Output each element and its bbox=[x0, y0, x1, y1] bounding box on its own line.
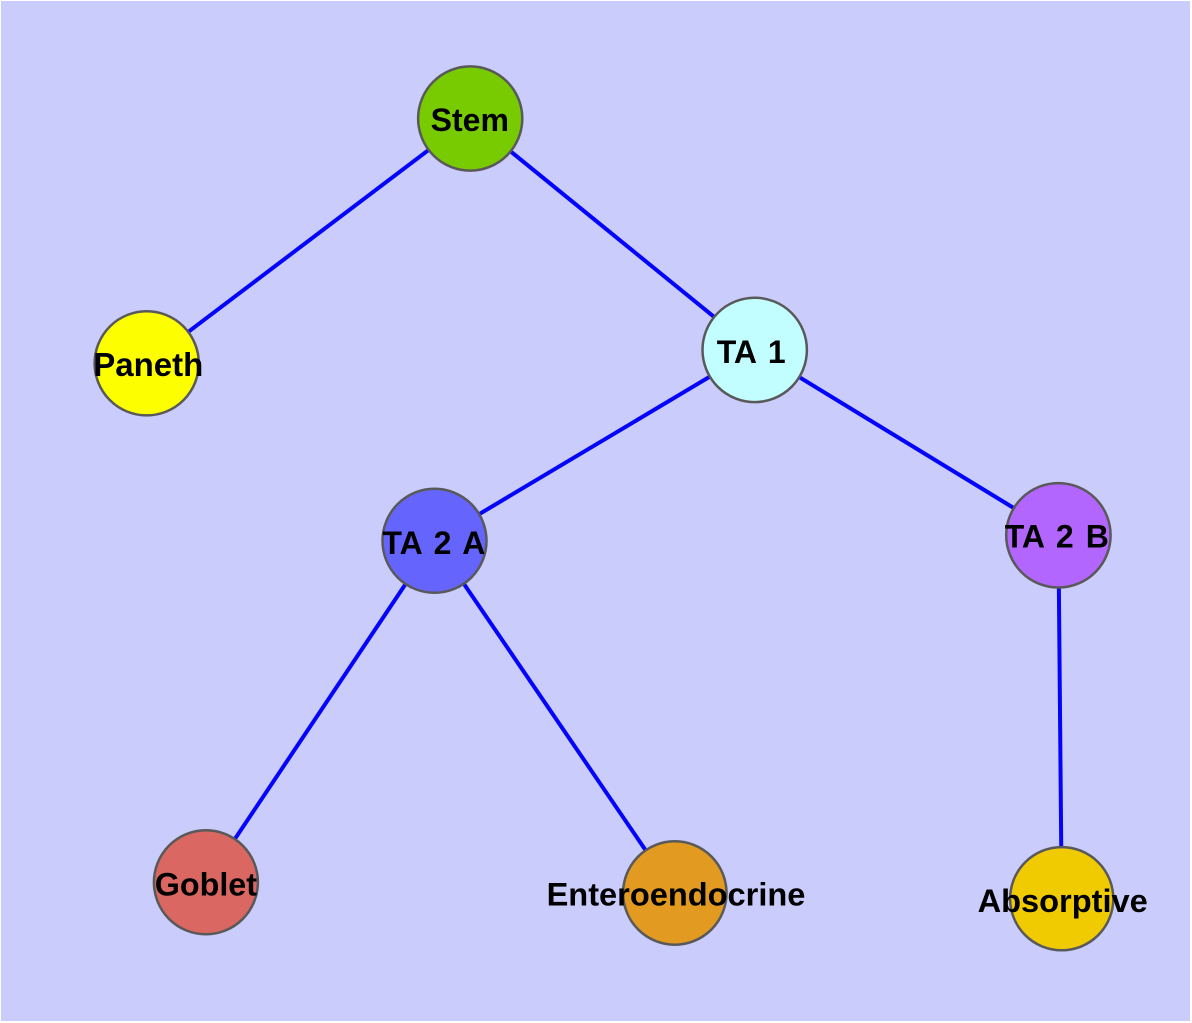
svg-text:Goblet: Goblet bbox=[155, 866, 258, 902]
svg-text:Paneth: Paneth bbox=[93, 346, 203, 383]
svg-text:TA 2 B: TA 2 B bbox=[1005, 519, 1109, 555]
svg-text:Enteroendocrine: Enteroendocrine bbox=[547, 876, 806, 913]
svg-text:TA 1: TA 1 bbox=[717, 334, 786, 370]
svg-text:TA 2 A: TA 2 A bbox=[382, 525, 485, 561]
svg-text:Absorptive: Absorptive bbox=[978, 882, 1148, 919]
svg-text:Stem: Stem bbox=[431, 102, 509, 138]
